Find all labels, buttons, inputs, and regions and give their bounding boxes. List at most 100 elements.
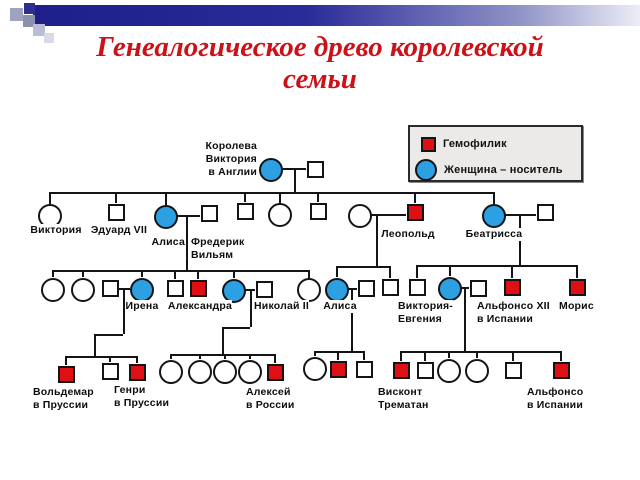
person-node-square-normal bbox=[200, 204, 218, 222]
person-node-square-hemophiliac bbox=[568, 278, 586, 296]
person-node-square-normal bbox=[504, 361, 522, 379]
person-node-circle-normal bbox=[268, 203, 292, 227]
person-label-line: Альфонсо bbox=[527, 386, 584, 398]
person-node-square-normal bbox=[357, 279, 375, 297]
person-label-line: Эдуард VII bbox=[90, 224, 148, 236]
relationship-line bbox=[363, 351, 365, 360]
person-node-square-normal bbox=[166, 279, 184, 297]
relationship-line bbox=[376, 214, 378, 266]
relationship-line bbox=[65, 356, 67, 365]
person-node-square-normal bbox=[101, 362, 119, 380]
person-label-line: Алиса bbox=[151, 236, 185, 248]
person-node-circle-carrier bbox=[482, 204, 506, 228]
person-label: Ирена bbox=[125, 300, 159, 313]
person-node-square-normal bbox=[355, 360, 373, 378]
legend-row-hemophiliac: Гемофилик bbox=[410, 131, 581, 157]
person-node-square-hemophiliac bbox=[552, 361, 570, 379]
person-node-circle-carrier bbox=[325, 278, 349, 302]
person-label-line: Виктория bbox=[30, 224, 82, 236]
person-label-line: Виктория bbox=[205, 153, 257, 165]
relationship-line bbox=[371, 214, 406, 216]
relationship-line bbox=[222, 327, 224, 354]
hemophiliac-square-swatch bbox=[421, 136, 436, 152]
person-label-line: в Англии bbox=[208, 166, 257, 178]
relationship-line bbox=[170, 354, 172, 359]
relationship-line bbox=[94, 334, 96, 356]
relationship-line bbox=[449, 265, 451, 276]
person-node-circle-normal bbox=[297, 278, 321, 302]
person-label: Морис bbox=[559, 300, 594, 313]
relationship-line bbox=[424, 351, 426, 361]
relationship-line bbox=[109, 356, 111, 362]
legend-label-carrier: Женщина – носитель bbox=[444, 164, 563, 176]
relationship-line bbox=[224, 354, 226, 359]
person-node-circle-normal bbox=[303, 357, 327, 381]
relationship-line bbox=[448, 351, 450, 358]
relationship-line bbox=[52, 270, 54, 277]
person-label: Виктория-Евгения bbox=[398, 300, 454, 326]
relationship-line bbox=[94, 334, 123, 336]
relationship-line bbox=[186, 215, 188, 270]
header-gradient-bar bbox=[33, 5, 640, 26]
relationship-line bbox=[336, 266, 338, 277]
relationship-line bbox=[244, 192, 246, 202]
person-label-line: Александра bbox=[167, 300, 233, 312]
relationship-line bbox=[82, 270, 84, 277]
person-node-square-hemophiliac bbox=[266, 363, 284, 381]
person-node-circle-carrier bbox=[154, 205, 178, 229]
person-label-line: в Испании bbox=[477, 313, 533, 325]
relationship-line bbox=[476, 351, 478, 358]
relationship-line bbox=[400, 351, 402, 361]
person-label-line: Алиса bbox=[323, 300, 357, 312]
person-label-line: в Пруссии bbox=[33, 399, 89, 411]
decor-square bbox=[33, 24, 45, 36]
decor-square bbox=[23, 15, 35, 27]
person-label: Виктория bbox=[30, 224, 82, 237]
person-label-line: в России bbox=[246, 399, 295, 411]
person-node-circle-carrier bbox=[130, 278, 154, 302]
person-label-line: Виктория- bbox=[398, 300, 454, 312]
relationship-line bbox=[49, 192, 493, 194]
person-label-line: Николай II bbox=[254, 300, 310, 312]
relationship-line bbox=[511, 265, 513, 278]
relationship-line bbox=[337, 351, 339, 360]
relationship-line bbox=[493, 192, 495, 204]
relationship-line bbox=[576, 265, 578, 278]
person-node-circle-normal bbox=[188, 360, 212, 384]
person-label-line: Ирена bbox=[125, 300, 159, 312]
person-label-line: Вольдемар bbox=[33, 386, 94, 398]
person-node-circle-normal bbox=[71, 278, 95, 302]
person-label-line: Висконт bbox=[378, 386, 423, 398]
person-node-square-hemophiliac bbox=[406, 203, 424, 221]
relationship-line bbox=[294, 168, 296, 192]
person-label: Николай II bbox=[254, 300, 310, 313]
relationship-line bbox=[400, 351, 560, 353]
person-node-square-hemophiliac bbox=[503, 278, 521, 296]
relationship-line bbox=[512, 351, 514, 361]
person-label-line: Королева bbox=[205, 140, 257, 152]
relationship-line bbox=[416, 265, 576, 267]
relationship-line bbox=[141, 270, 143, 277]
person-node-circle-normal bbox=[213, 360, 237, 384]
person-label: Александра bbox=[167, 300, 233, 313]
person-node-circle-carrier bbox=[259, 158, 283, 182]
relationship-line bbox=[250, 289, 252, 327]
relationship-line bbox=[197, 270, 199, 279]
relationship-line bbox=[222, 327, 250, 329]
person-node-circle-carrier bbox=[222, 279, 246, 303]
person-label: Эдуард VII bbox=[90, 224, 148, 237]
person-label-line: Леопольд bbox=[381, 228, 435, 240]
relationship-line bbox=[123, 288, 125, 334]
person-label-line: в Испании bbox=[527, 399, 583, 411]
relationship-line bbox=[389, 266, 391, 278]
person-node-square-hemophiliac bbox=[392, 361, 410, 379]
person-node-square-hemophiliac bbox=[189, 279, 207, 297]
